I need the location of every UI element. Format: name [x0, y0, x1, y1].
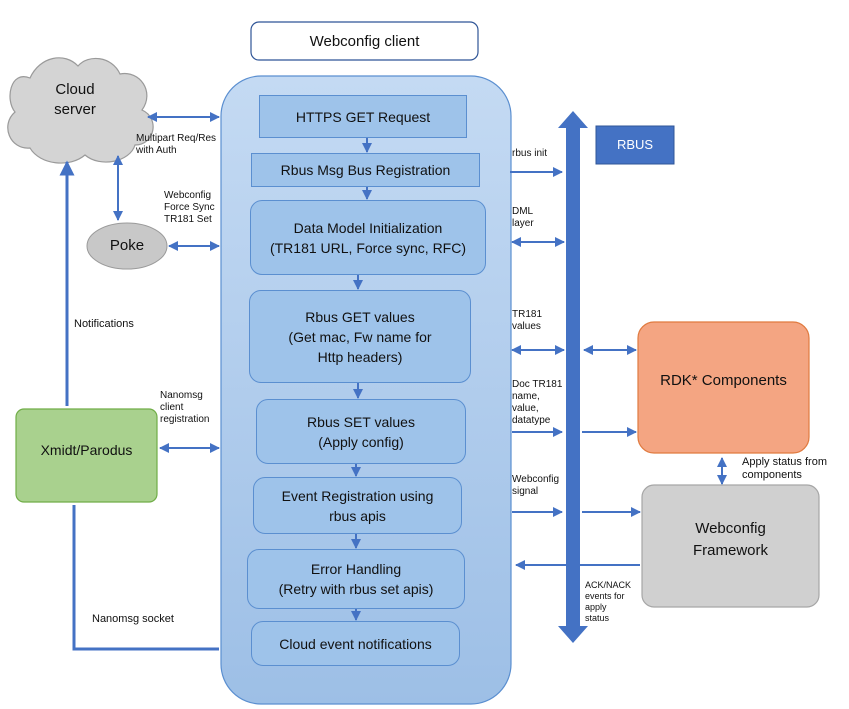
- tr181-values-label: TR181 values: [512, 309, 542, 333]
- dml-layer-label: DML layer: [512, 206, 534, 230]
- step-line: (Get mac, Fw name for: [288, 328, 432, 345]
- step-data-model-initialization: Data Model Initialization (TR181 URL, Fo…: [250, 200, 486, 275]
- nanomsg-socket-label: Nanomsg socket: [92, 613, 174, 625]
- rbus-bus-arrow: [558, 111, 588, 643]
- xmidt-parodus-label: Xmidt/Parodus: [40, 442, 133, 458]
- label-line: Doc TR181: [512, 379, 563, 390]
- step-line: (TR181 URL, Force sync, RFC): [269, 239, 467, 256]
- rbus-init-label: rbus init: [512, 148, 548, 159]
- label-line: registration: [160, 414, 210, 425]
- cloud-server-label-line: Cloud: [55, 81, 95, 98]
- label-line: DML: [512, 206, 534, 217]
- nanomsg-socket-line: [72, 505, 219, 651]
- poke-note-label: Webconfig Force Sync TR181 Set: [164, 190, 215, 226]
- label-line: with Auth: [136, 145, 177, 156]
- label-line: Force Sync: [164, 202, 215, 213]
- step-line: (Apply config): [318, 433, 404, 450]
- step-line: Data Model Initialization: [293, 219, 443, 236]
- left-connectors: [59, 112, 220, 651]
- step-line: HTTPS GET Request: [295, 108, 431, 125]
- label-line: name,: [512, 391, 540, 402]
- step-rbus-set-values: Rbus SET values (Apply config): [256, 399, 466, 464]
- step-line: Http headers): [317, 348, 403, 365]
- step-https-get-request: HTTPS GET Request: [259, 95, 467, 138]
- webconfig-framework-label-line: Framework: [692, 542, 768, 559]
- webconfig-framework-box: [641, 484, 820, 608]
- cloud-server-label: Cloud server: [20, 80, 130, 120]
- label-line: signal: [512, 486, 539, 497]
- step-line: Rbus SET values: [307, 413, 415, 430]
- label-line: values: [512, 321, 541, 332]
- step-line: Cloud event notifications: [279, 635, 432, 652]
- cloud-server-label-line: server: [54, 101, 96, 118]
- label-line: TR181: [512, 309, 543, 320]
- rdk-components-label: RDK* Components: [660, 372, 787, 389]
- rdk-components-box: [637, 321, 810, 454]
- multipart-label: Multipart Req/Res with Auth: [136, 133, 216, 157]
- step-error-handling: Error Handling (Retry with rbus set apis…: [247, 549, 465, 609]
- xmidt-parodus-box: [15, 408, 158, 503]
- label-line: TR181 Set: [164, 214, 212, 225]
- poke-label: Poke: [109, 237, 145, 254]
- step-line: Event Registration using: [281, 487, 434, 504]
- rbus-label: RBUS: [616, 137, 654, 152]
- step-line: Error Handling: [310, 561, 402, 577]
- step-flow-arrows: [351, 138, 372, 621]
- step-line: Rbus Msg Bus Registration: [280, 162, 451, 178]
- step-event-registration: Event Registration using rbus apis: [253, 477, 462, 534]
- webconfig-signal-label: Webconfig signal: [512, 474, 559, 498]
- label-line: events for: [585, 591, 625, 601]
- poke-ellipse: [86, 222, 168, 270]
- webconfig-client-title: Webconfig client: [309, 32, 420, 50]
- label-line: client: [160, 402, 184, 413]
- step-line: (Retry with rbus set apis): [278, 581, 434, 597]
- step-line: Rbus GET values: [305, 308, 415, 325]
- webconfig-client-title-box: [250, 21, 479, 61]
- label-line: datatype: [512, 415, 551, 426]
- label-line: Multipart Req/Res: [136, 133, 217, 144]
- step-rbus-msg-bus-registration: Rbus Msg Bus Registration: [251, 153, 480, 187]
- label-line: layer: [512, 218, 534, 229]
- label-line: Webconfig: [512, 474, 560, 485]
- label-line: Apply status from: [742, 456, 827, 468]
- webconfig-framework-label-line: Webconfig: [695, 520, 766, 537]
- rbus-label-box: [595, 125, 675, 165]
- label-line: Webconfig: [164, 190, 212, 201]
- ack-nack-label: ACK/NACK events for apply status: [585, 580, 631, 624]
- webconfig-framework-label: Webconfig Framework: [642, 518, 819, 562]
- label-line: components: [742, 469, 802, 481]
- label-line: Nanomsg: [160, 390, 203, 401]
- label-line: status: [585, 613, 610, 623]
- nanomsg-registration-label: Nanomsg client registration: [160, 390, 209, 426]
- cloud-server-shape: [7, 57, 154, 164]
- step-line: rbus apis: [329, 507, 386, 524]
- doc-tr181-label: Doc TR181 name, value, datatype: [512, 379, 562, 427]
- label-line: ACK/NACK: [585, 580, 632, 590]
- step-rbus-get-values: Rbus GET values (Get mac, Fw name for Ht…: [249, 290, 471, 383]
- right-connectors: [510, 167, 727, 570]
- label-line: apply: [585, 602, 607, 612]
- step-cloud-event-notifications: Cloud event notifications: [251, 621, 460, 666]
- notifications-label: Notifications: [74, 318, 134, 330]
- label-line: value,: [512, 403, 539, 414]
- apply-status-label: Apply status from components: [742, 456, 827, 482]
